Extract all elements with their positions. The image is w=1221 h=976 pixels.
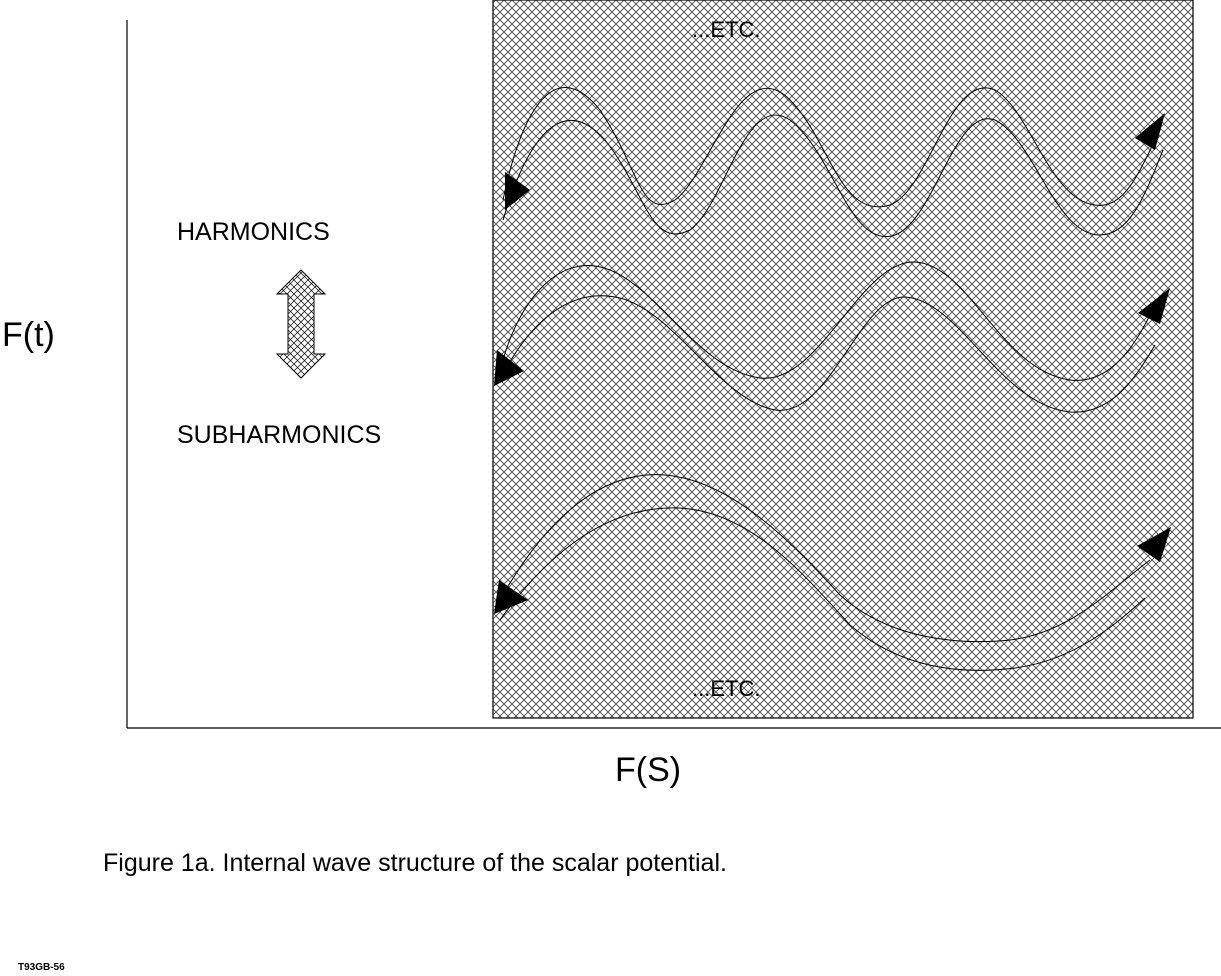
wave-region (492, 0, 1194, 719)
etc-label-top: ...ETC. (692, 17, 761, 42)
triangle-arrowhead-icon (505, 172, 530, 210)
triangle-arrowhead-icon (1138, 288, 1170, 324)
figure-caption: Figure 1a. Internal wave structure of th… (103, 849, 727, 877)
etc-label-bottom: ...ETC. (692, 676, 761, 701)
subharmonics-label: SUBHARMONICS (177, 421, 382, 449)
wave-group-subharmonic (499, 474, 1151, 671)
triangle-arrowhead-icon (494, 350, 524, 386)
wave-line-harmonic-lower (502, 114, 1164, 238)
figure-code: T93GB-56 (18, 962, 65, 973)
x-axis-label: F(S) (615, 751, 682, 789)
wave-group-harmonic (502, 87, 1164, 238)
harmonics-label: HARMONICS (177, 218, 330, 246)
triangle-arrowhead-icon (494, 580, 528, 614)
wave-line-subharmonic-upper (499, 474, 1151, 643)
wave-line-harmonic-upper (502, 87, 1161, 208)
y-axis-label: F(t) (2, 316, 55, 354)
wave-line-middle-lower (499, 295, 1156, 413)
wave-group-middle (499, 261, 1156, 413)
triangle-arrowhead-icon (1135, 113, 1165, 150)
wave-line-middle-upper (502, 261, 1151, 381)
wave-line-subharmonic-lower (499, 507, 1146, 671)
triangle-arrowhead-icon (1137, 527, 1171, 562)
direction-arrowheads (494, 113, 1171, 614)
vertical-double-arrow-icon (275, 269, 327, 379)
